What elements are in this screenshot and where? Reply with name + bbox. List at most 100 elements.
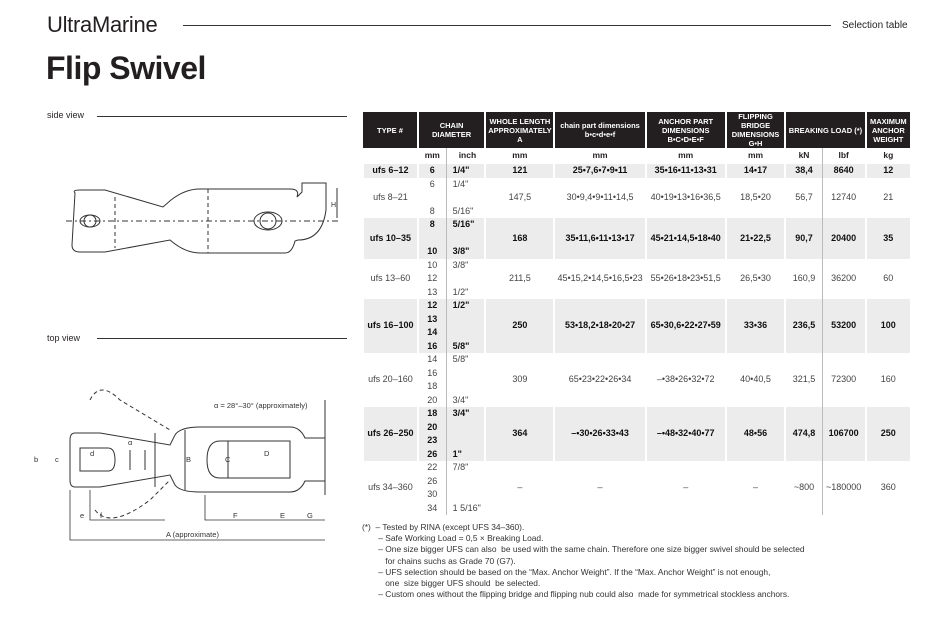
inch-value (453, 421, 483, 435)
inch-value (453, 488, 483, 502)
mm-value: 18 (427, 408, 438, 418)
svg-text:H: H (331, 202, 336, 209)
svg-text:b: b (34, 455, 38, 464)
cell-anchor: –•38•26•32•72 (644, 353, 726, 407)
side-view-drawing: H (66, 182, 340, 254)
col-flipping-bridge: FLIPPING BRIDGE DIMENSIONS G•H (724, 112, 786, 148)
mm-value: 6 (429, 165, 435, 175)
svg-text:G: G (307, 511, 313, 520)
cell-kn: 321,5 (784, 353, 823, 407)
inch-value (453, 326, 483, 340)
footnote-line: – Custom ones without the flipping bridg… (362, 589, 790, 600)
unit: mm (416, 148, 447, 164)
inch-value: 5/16" (452, 219, 475, 229)
cell-kn: 38,4 (784, 164, 823, 178)
cell-lbf: 106700 (821, 407, 866, 461)
cell-bridge: – (724, 461, 786, 515)
cell-kn: 90,7 (784, 218, 823, 259)
mm-value: 10 (427, 246, 438, 256)
cell-inch: 1/4" (445, 164, 486, 178)
cell-lbf: 36200 (821, 258, 866, 299)
unit: kg (864, 148, 910, 164)
cell-kg: 21 (864, 177, 910, 218)
inch-value: 5/16" (452, 205, 474, 216)
inch-value (453, 272, 483, 286)
mm-value: 16 (427, 367, 438, 378)
mm-value (421, 232, 444, 246)
cell-type: ufs 20–160 (362, 353, 418, 407)
brand-logo: UltraMarine (47, 12, 158, 37)
svg-text:f: f (100, 511, 103, 520)
cell-bridge: 40•40,5 (724, 353, 786, 407)
inch-value: 5/8" (452, 354, 469, 364)
footnote-line: – One size bigger UFS can also be used w… (362, 544, 805, 555)
inch-value: 3/8" (452, 259, 469, 270)
footnotes: (*) – Tested by RINA (except UFS 34–360)… (362, 522, 805, 600)
svg-text:c: c (55, 455, 59, 464)
mm-value: 13 (427, 313, 438, 324)
cell-type: ufs 16–100 (362, 299, 418, 353)
mm-value (421, 191, 444, 205)
cell-lbf: 8640 (821, 164, 866, 178)
cell-type: ufs 10–35 (362, 218, 418, 259)
unit: mm (644, 148, 726, 164)
header-divider (183, 25, 831, 26)
cell-bridge: 33•36 (724, 299, 786, 353)
cell-inch: 3/8" 1/2" (445, 258, 486, 299)
svg-text:E: E (280, 511, 285, 520)
svg-text:e: e (80, 511, 84, 520)
inch-value: 1/2" (452, 286, 469, 297)
cell-kg: 100 (864, 299, 910, 353)
page-title: Flip Swivel (46, 50, 206, 86)
cell-type: ufs 34–360 (362, 461, 418, 515)
inch-value (453, 232, 483, 246)
cell-lbf: ~180000 (821, 461, 866, 515)
side-view-divider (97, 116, 347, 117)
svg-text:F: F (233, 511, 238, 520)
mm-value: 26 (427, 448, 438, 459)
footnote-line: for chains suchs as Grade 70 (G7). (362, 555, 516, 566)
svg-text:B: B (186, 455, 191, 464)
col-type: TYPE # (363, 112, 418, 148)
col-chain-diameter: CHAIN DIAMETER (416, 112, 486, 148)
cell-kg: 60 (864, 258, 910, 299)
inch-value: 5/8" (452, 340, 470, 351)
cell-anchor: 35•16•11•13•31 (644, 164, 726, 178)
cell-mm: 6 (416, 164, 447, 178)
cell-kg: 35 (864, 218, 910, 259)
cell-length: 250 (484, 299, 555, 353)
inch-value (453, 434, 483, 448)
cell-bridge: 18,5•20 (724, 177, 786, 218)
col-whole-length: WHOLE LENGTH APPROXIMATELY A (484, 112, 555, 148)
cell-bridge: 14•17 (724, 164, 786, 178)
col-breaking-load: BREAKING LOAD (*) (784, 112, 866, 148)
cell-chain: 45•15,2•14,5•16,5•23 (553, 258, 646, 299)
svg-text:D: D (264, 449, 270, 458)
cell-kn: ~800 (784, 461, 823, 515)
cell-inch: 3/4"1" (445, 407, 486, 461)
cell-inch: 1/2"5/8" (445, 299, 486, 353)
inch-value: 3/4" (452, 408, 470, 418)
cell-chain: 35•11,6•11•13•17 (553, 218, 646, 259)
svg-text:C: C (225, 455, 231, 464)
cell-anchor: –•48•32•40•77 (644, 407, 726, 461)
cell-lbf: 72300 (821, 353, 866, 407)
cell-kg: 250 (864, 407, 910, 461)
cell-lbf: 53200 (821, 299, 866, 353)
cell-chain: 25•7,6•7•9•11 (553, 164, 646, 178)
table-header: TYPE # CHAIN DIAMETER WHOLE LENGTH APPRO… (363, 112, 910, 148)
top-view-drawing (69, 389, 326, 541)
cell-anchor: 45•21•14,5•18•40 (644, 218, 726, 259)
cell-inch: 5/16"3/8" (445, 218, 486, 259)
cell-chain: 65•23•22•26•34 (553, 353, 646, 407)
col-anchor-part: ANCHOR PART DIMENSIONS B•C•D•E•F (644, 112, 726, 148)
technical-drawing: H α = 28°–30° (approximately) B C D F E … (34, 182, 340, 541)
mm-value: 18 (427, 381, 438, 391)
